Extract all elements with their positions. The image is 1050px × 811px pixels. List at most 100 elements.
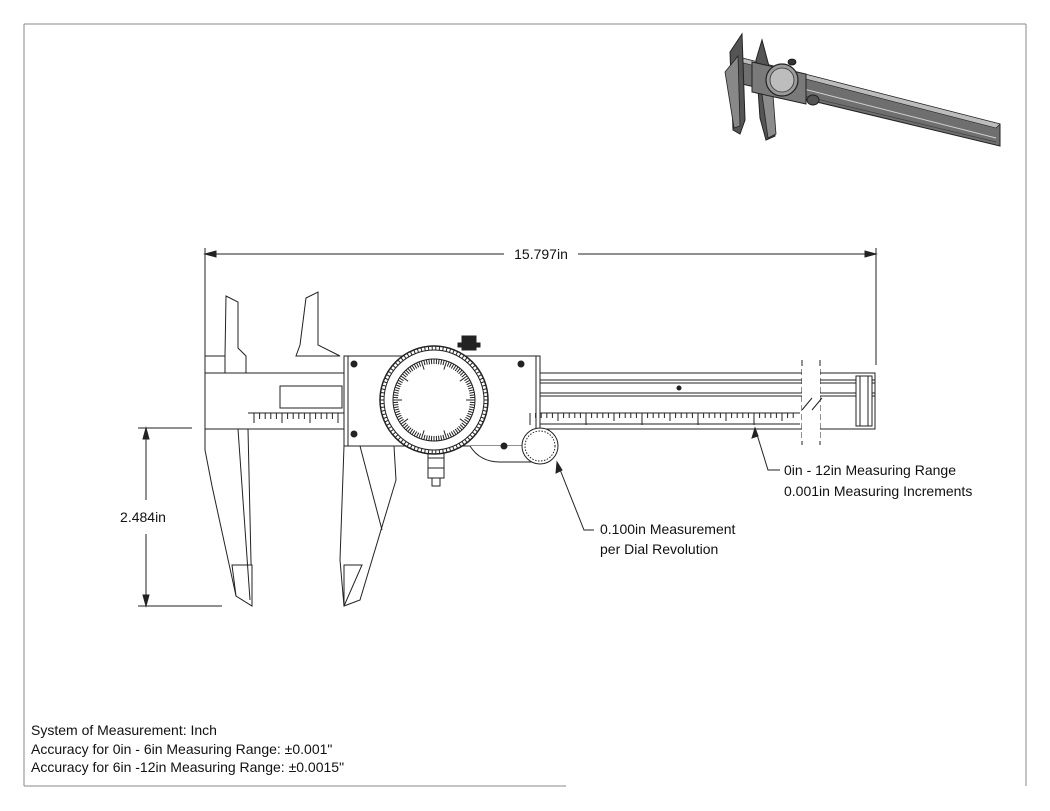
- tick-mark: [413, 349, 416, 354]
- tick-mark: [393, 404, 399, 406]
- tick-mark: [450, 431, 455, 437]
- tick-mark: [394, 408, 400, 411]
- tick-mark: [452, 365, 457, 370]
- tick-mark: [442, 360, 445, 366]
- tick-mark: [483, 406, 488, 408]
- tick-mark: [423, 434, 426, 440]
- tick-mark: [442, 346, 444, 351]
- tick-mark: [455, 351, 459, 356]
- tick-mark: [464, 418, 469, 423]
- tick-mark: [409, 351, 413, 356]
- tick-mark: [469, 406, 475, 409]
- tick-mark: [393, 391, 399, 394]
- tick-mark: [449, 348, 452, 353]
- tick-mark: [464, 357, 468, 361]
- tick-mark: [392, 364, 397, 369]
- spec-accuracy-6-12in: Accuracy for 6in -12in Measuring Range: …: [31, 759, 345, 775]
- tick-mark: [461, 373, 466, 378]
- tick-mark: [383, 381, 388, 384]
- tick-mark: [481, 413, 487, 416]
- main-scale-ticks: [529, 413, 794, 425]
- tick-mark: [449, 447, 452, 452]
- tick-mark: [469, 404, 475, 406]
- tick-mark: [409, 366, 414, 372]
- range-callout-line1: 0in - 12in Measuring Range: [784, 462, 956, 478]
- tick-mark: [418, 361, 422, 367]
- tick-mark: [445, 347, 448, 352]
- fixed-scale-ticks: [253, 413, 339, 423]
- caliper-front-view: [204, 291, 876, 607]
- tick-mark: [464, 377, 469, 382]
- sheet-border: [23, 23, 1027, 787]
- tick-mark: [380, 406, 385, 408]
- tick-mark: [424, 449, 426, 454]
- tick-mark: [400, 418, 409, 425]
- tick-mark: [425, 359, 428, 365]
- dial-callout-leader: [555, 460, 594, 531]
- tick-mark: [420, 430, 425, 440]
- tick-mark: [443, 430, 448, 440]
- tick-mark: [416, 447, 419, 452]
- tick-mark: [448, 362, 452, 368]
- tick-mark: [442, 434, 445, 440]
- isometric-caliper-view: [724, 32, 1001, 147]
- tick-mark: [438, 435, 440, 441]
- tick-mark: [440, 435, 443, 441]
- dial-callout-line1: 0.100in Measurement: [600, 521, 736, 537]
- tick-mark: [416, 348, 419, 353]
- tick-mark: [413, 446, 416, 451]
- tick-mark: [399, 377, 404, 382]
- tick-mark: [452, 430, 457, 435]
- tick-mark: [387, 370, 392, 374]
- tick-mark: [381, 409, 386, 412]
- tick-mark: [381, 384, 387, 387]
- tick-mark: [455, 444, 459, 449]
- tick-mark: [390, 428, 394, 433]
- tick-mark: [390, 367, 394, 372]
- tick-mark: [428, 435, 430, 441]
- tick-mark: [459, 371, 465, 376]
- overall-length-label: 15.797in: [514, 246, 568, 262]
- tick-mark: [445, 448, 448, 453]
- tick-mark: [479, 419, 484, 423]
- tick-mark: [452, 349, 455, 354]
- tick-mark: [474, 367, 478, 372]
- range-callout-leader: [751, 426, 780, 471]
- tick-mark: [428, 359, 430, 365]
- tick-mark: [448, 432, 452, 438]
- tick-mark: [394, 389, 400, 392]
- tick-mark: [400, 375, 409, 382]
- tick-mark: [394, 410, 400, 414]
- tick-mark: [420, 347, 423, 352]
- tick-mark: [397, 436, 401, 441]
- tick-mark: [467, 359, 471, 364]
- spec-accuracy-0-6in: Accuracy for 0in - 6in Measuring Range: …: [31, 740, 333, 757]
- tick-mark: [418, 433, 422, 439]
- tick-mark: [454, 428, 459, 434]
- tick-mark: [393, 394, 399, 396]
- tick-mark: [420, 360, 425, 370]
- tick-mark: [403, 424, 409, 429]
- tick-mark: [465, 416, 471, 421]
- tick-mark: [380, 392, 385, 394]
- tick-mark: [386, 423, 391, 426]
- tick-mark: [469, 391, 475, 394]
- tick-mark: [403, 354, 407, 359]
- tick-mark: [465, 379, 471, 384]
- tick-mark: [466, 382, 472, 386]
- tick-mark: [407, 427, 412, 432]
- tick-mark: [420, 448, 423, 453]
- tick-mark: [469, 394, 475, 396]
- tick-mark: [466, 414, 472, 418]
- tick-mark: [423, 360, 426, 366]
- tick-mark: [461, 354, 465, 359]
- tick-mark: [397, 379, 403, 384]
- tick-mark: [461, 441, 465, 446]
- tick-mark: [396, 414, 402, 418]
- tick-mark: [392, 431, 397, 436]
- tick-mark: [469, 434, 474, 438]
- tick-mark: [399, 418, 404, 423]
- tick-mark: [467, 384, 473, 388]
- tick-mark: [409, 428, 414, 434]
